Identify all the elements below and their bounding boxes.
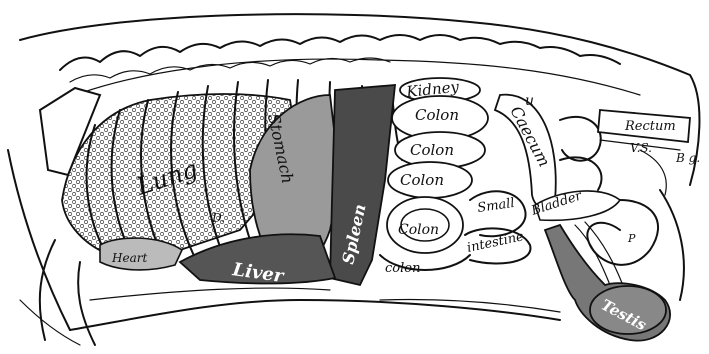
label-colon-5: colon xyxy=(385,261,420,276)
label-colon-3: Colon xyxy=(400,171,444,189)
label-vs: V.S. xyxy=(630,141,652,155)
label-colon-1: Colon xyxy=(415,106,459,124)
label-intestine: intestine xyxy=(466,229,526,256)
label-colon-4: Colon xyxy=(398,222,439,238)
label-d: D. xyxy=(211,211,225,225)
label-bg: B g. xyxy=(675,151,700,165)
label-small: Small xyxy=(476,196,515,216)
testis xyxy=(545,225,670,341)
label-colon-2: Colon xyxy=(410,141,454,159)
label-heart: Heart xyxy=(111,251,147,265)
label-rectum: Rectum xyxy=(624,119,676,134)
label-p: P xyxy=(627,232,636,245)
label-u: u xyxy=(525,93,534,109)
